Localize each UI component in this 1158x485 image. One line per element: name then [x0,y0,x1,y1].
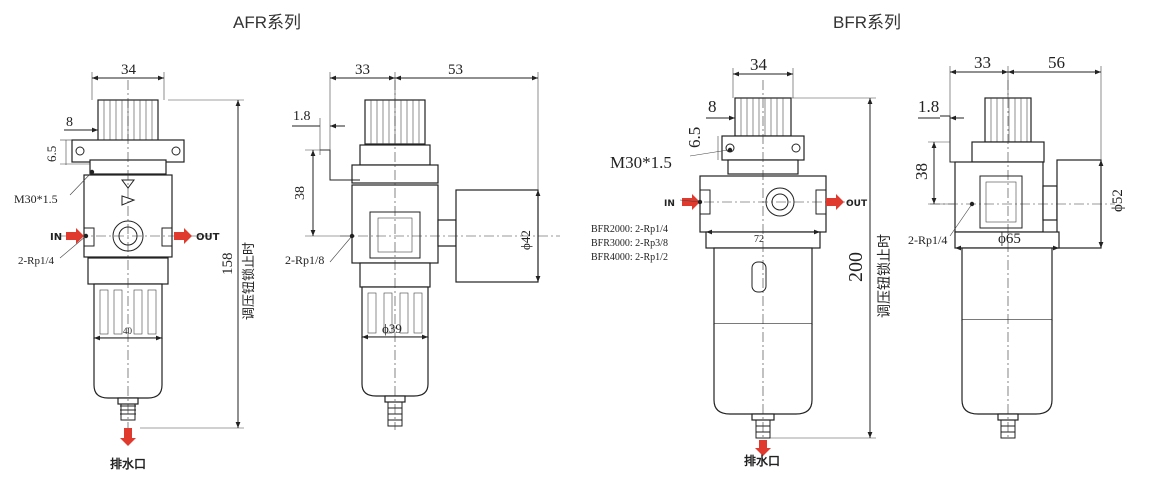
afr-in-label: IN [50,232,62,243]
bfr-in-label: IN [664,199,675,209]
bfr-drain-label: 排水口 [744,453,780,468]
afr-height-label: 调压钮锁止时 [241,242,257,320]
afr-bowl-width: 40 [123,326,133,336]
afr-out-label: OUT [196,232,220,243]
afr-side-dim-33: 33 [355,62,370,78]
afr-side-dim-53: 53 [448,62,463,78]
bfr-width-72: 72 [754,234,764,245]
bfr-drain-arrow-icon [755,440,771,456]
bfr-height-label: 调压钮锁止时 [877,234,893,318]
afr-dim-8: 8 [66,115,73,130]
afr-width-34: 34 [121,62,137,78]
bfr-side-diam-65: ϕ65 [998,231,1021,247]
afr-side-dim-38: 38 [293,186,308,200]
bfr-thread: M30*1.5 [610,153,672,172]
out-arrow-icon [174,228,192,244]
bfr-out-arrow-icon [826,194,844,210]
bfr-front-view [679,68,876,456]
afr-side-diam-39: ϕ39 [382,321,402,336]
in-arrow-icon [66,228,84,244]
bfr-side-dim-33: 33 [974,53,991,72]
afr-side-dim-1-8: 1.8 [293,109,311,124]
bfr-in-arrow-icon [682,194,700,210]
bfr-out-label: OUT [846,199,868,209]
afr-series-title: AFR系列 [233,13,301,32]
bfr-side-port: 2-Rp1/4 [908,233,947,247]
bfr-dim-8: 8 [708,97,717,116]
bfr-dim-6-5: 6.5 [685,127,704,148]
bfr-side-dim-38: 38 [912,163,931,180]
drain-arrow-icon [120,428,136,446]
afr-side-port: 2-Rp1/8 [285,253,324,267]
afr-side-view [292,72,560,430]
afr-height-158: 158 [220,253,236,276]
bfr-side-diam-52: ϕ52 [1110,189,1126,212]
afr-thread: M30*1.5 [14,192,58,206]
bfr-side-dim-56: 56 [1048,53,1065,72]
afr-side-diam-42: ϕ42 [518,230,533,250]
afr-drain-label: 排水口 [110,456,146,471]
bfr-width-34: 34 [750,55,768,74]
bfr-height-200: 200 [845,252,867,282]
bfr-port-1: BFR2000: 2-Rp1/4 [591,224,668,235]
bfr-port-2: BFR3000: 2-Rp3/8 [591,238,668,249]
afr-dim-6-5: 6.5 [44,146,59,162]
afr-port: 2-Rp1/4 [18,255,55,267]
bfr-side-view [918,66,1115,440]
afr-front-view [59,72,244,446]
bfr-series-title: BFR系列 [833,13,901,32]
bfr-side-dim-1-8: 1.8 [918,97,939,116]
bfr-port-3: BFR4000: 2-Rp1/2 [591,252,668,263]
